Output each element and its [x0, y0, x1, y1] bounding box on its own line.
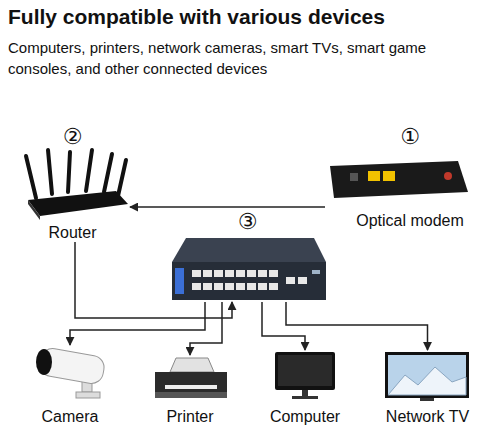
modem-port: [383, 171, 395, 181]
device-node: ③: [165, 210, 330, 302]
connector: [190, 302, 222, 355]
switch-port: [225, 270, 234, 277]
switch-port: [214, 270, 223, 277]
switch-port: [225, 283, 234, 290]
device-node: ② Router: [15, 125, 130, 242]
tv-illustration: [385, 352, 469, 401]
printer-front: [155, 392, 227, 398]
connector: [262, 302, 305, 350]
router-antenna: [118, 160, 126, 196]
computer-illustration: [275, 352, 335, 399]
switch-port: [203, 283, 212, 290]
router-antenna: [68, 152, 70, 192]
switch-port: [203, 270, 212, 277]
switch-stripe: [175, 268, 184, 294]
monitor-stand: [302, 390, 308, 396]
switch-port: [269, 283, 278, 290]
device-node: Camera: [25, 345, 115, 426]
device-label: Camera: [42, 407, 99, 426]
router-body: [28, 191, 128, 216]
tv-screen: [388, 355, 466, 395]
device-label: Network TV: [386, 407, 469, 426]
device-node: Computer: [265, 350, 345, 426]
switch-port: [269, 270, 278, 277]
router-body-edge: [28, 200, 40, 220]
connector: [286, 302, 428, 350]
caption: Computers, printers, network cameras, sm…: [8, 37, 486, 79]
monitor-screen: [278, 355, 332, 386]
device-label: Router: [48, 223, 96, 242]
monitor-base: [292, 396, 318, 399]
monitor-frame: [275, 352, 335, 390]
switch-port: [192, 270, 201, 277]
device-label: Computer: [270, 407, 340, 426]
switch-front: [172, 262, 326, 300]
device-node: ① Optical modem: [325, 125, 495, 230]
camera-base: [76, 392, 100, 398]
camera-illustration: [36, 347, 106, 398]
switch-port: [247, 283, 256, 290]
switch-port: [236, 283, 245, 290]
callout-number: ③: [238, 210, 258, 234]
camera-lens: [36, 349, 52, 375]
connector: [75, 242, 232, 318]
connector: [70, 302, 205, 345]
router-antenna: [86, 150, 92, 191]
switch-port: [236, 270, 245, 277]
modem-illustration: [330, 161, 468, 198]
tv-mountains: [388, 367, 466, 395]
switch-port: [247, 270, 256, 277]
tv-frame: [385, 352, 469, 398]
switch-top: [172, 238, 326, 262]
device-node: Network TV: [375, 350, 480, 426]
printer-illustration: [155, 358, 227, 398]
switch-illustration: [172, 238, 326, 300]
printer-slot: [165, 385, 217, 389]
switch-port: [286, 277, 295, 284]
callout-number: ①: [400, 125, 420, 149]
tv-stand: [420, 398, 434, 401]
router-antenna: [104, 154, 112, 192]
switch-port: [214, 283, 223, 290]
device-label: Printer: [166, 407, 213, 426]
device-node: Printer: [145, 355, 235, 426]
title: Fully compatible with various devices: [8, 5, 385, 29]
modem-body: [330, 161, 468, 198]
switch-indicator: [312, 270, 320, 274]
switch-port: [192, 283, 201, 290]
modem-button: [444, 172, 452, 180]
router-antenna: [48, 150, 52, 194]
device-label: Optical modem: [356, 211, 464, 230]
modem-port: [368, 171, 380, 181]
callout-number: ②: [63, 125, 83, 149]
connector: [130, 206, 325, 208]
router-antenna: [26, 156, 36, 198]
printer-tray: [170, 358, 214, 372]
switch-port: [258, 270, 267, 277]
router-illustration: [26, 150, 128, 220]
printer-body: [155, 372, 227, 398]
switch-port: [258, 283, 267, 290]
switch-port: [298, 277, 307, 284]
modem-port: [350, 173, 358, 181]
